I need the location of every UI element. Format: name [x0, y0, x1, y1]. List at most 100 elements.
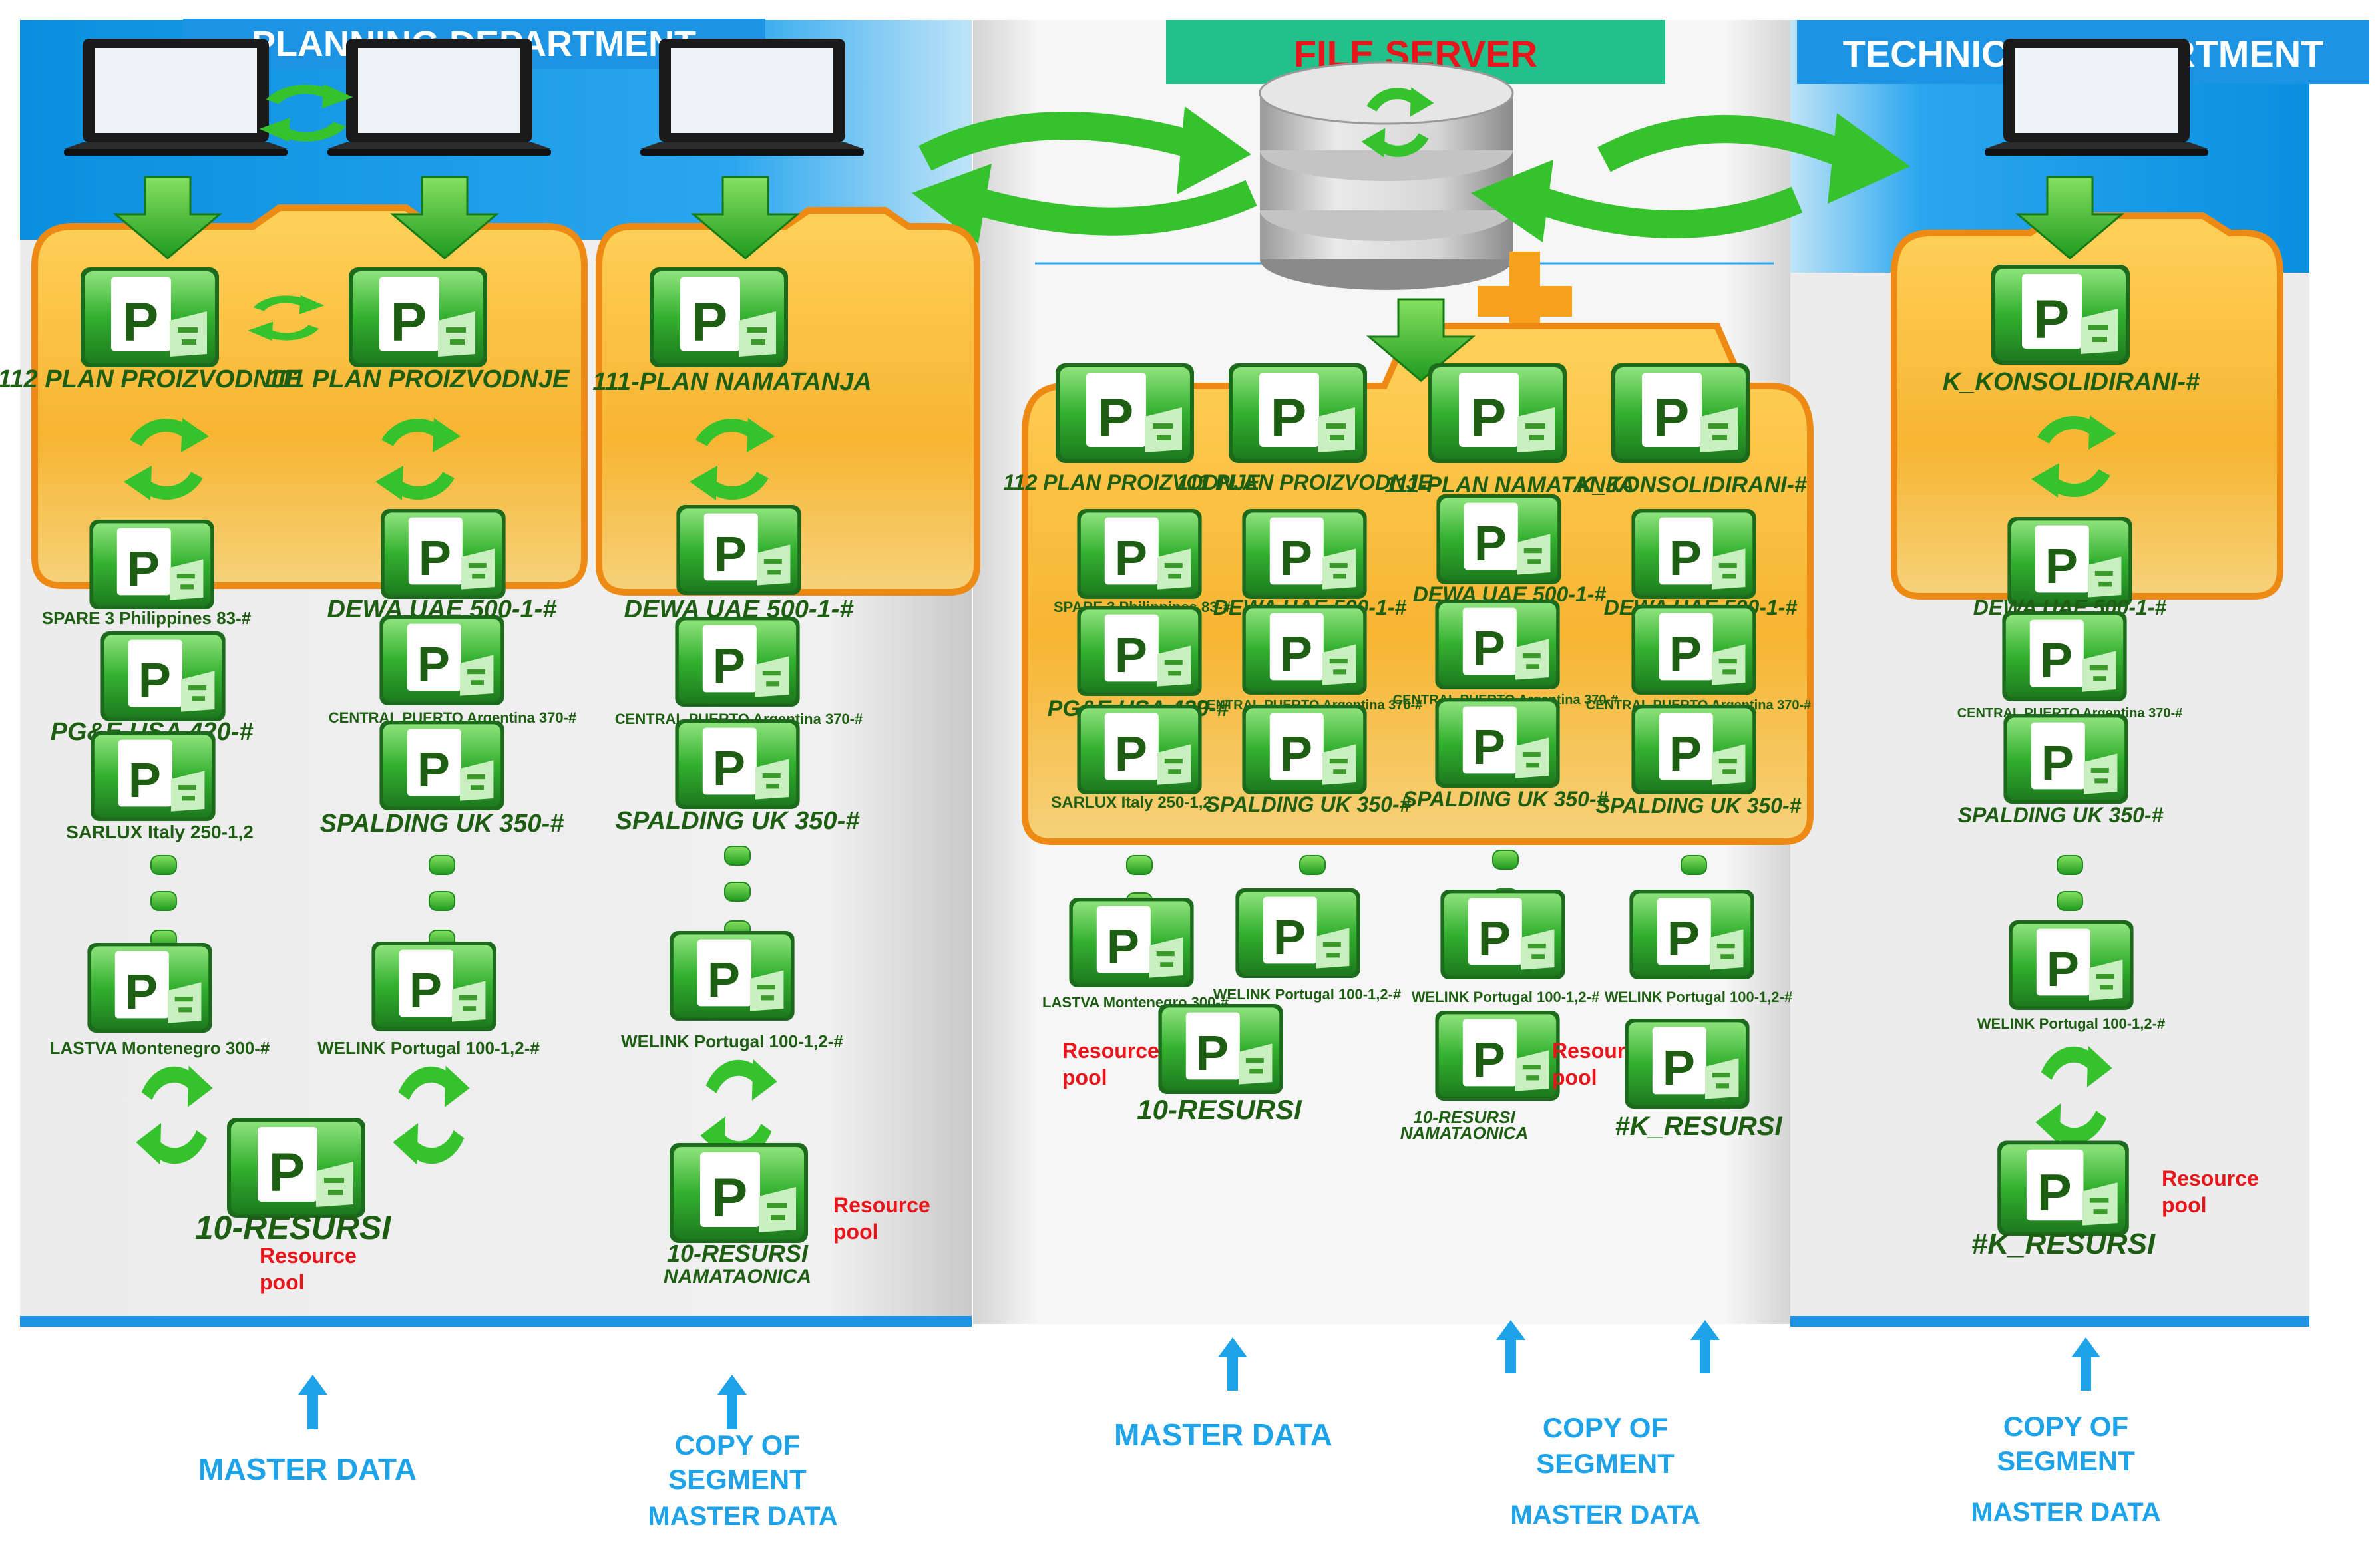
resource-pool-file-icon — [1997, 1140, 2129, 1236]
project-file-icon — [1428, 363, 1567, 463]
up-arrow-icon — [298, 1375, 327, 1429]
project-file-icon — [81, 267, 219, 367]
file-label: SPALDING UK 350-# — [1596, 794, 1802, 818]
file-label: WELINK Portugal 100-1,2-# — [1213, 986, 1401, 1003]
project-file-icon — [675, 719, 800, 809]
project-file-icon — [1242, 605, 1367, 695]
project-file-icon — [1435, 600, 1560, 689]
project-file-icon — [381, 509, 506, 599]
project-file-icon — [1436, 494, 1561, 584]
continuation-dot — [429, 891, 455, 911]
resource-pool-label: Resource — [260, 1244, 357, 1268]
project-file-icon — [379, 615, 504, 705]
resource-pool-label: Resource — [1062, 1039, 1159, 1063]
project-file-icon — [1991, 265, 2130, 365]
resource-pool-label: pool — [2162, 1193, 2207, 1217]
file-label: 111 PLAN PROIZVODNJE — [267, 365, 570, 393]
project-file-icon — [2002, 611, 2127, 701]
project-file-icon — [1631, 605, 1756, 695]
file-label: SARLUX Italy 250-1,2 — [66, 822, 254, 842]
sync-arrows-right — [1471, 113, 1910, 242]
file-label: SPALDING UK 350-# — [616, 807, 861, 835]
copy-of-label: COPY OF — [1543, 1412, 1668, 1443]
project-file-icon — [379, 721, 504, 810]
up-arrow-icon — [717, 1375, 747, 1429]
segment-label: SEGMENT — [668, 1464, 807, 1495]
laptop-icon — [1985, 39, 2208, 156]
resource-pool-label: Resource — [2162, 1166, 2259, 1190]
project-file-icon — [1435, 698, 1560, 788]
resource-pool-file-icon — [227, 1118, 365, 1218]
file-label: WELINK Portugal 100-1,2-# — [317, 1038, 540, 1058]
project-file-icon — [1077, 705, 1202, 794]
up-arrow-icon — [2071, 1337, 2100, 1391]
continuation-dot — [724, 882, 751, 902]
project-file-icon — [89, 520, 214, 609]
continuation-dot — [1681, 855, 1707, 875]
file-label: SPALDING UK 350-# — [1958, 803, 2164, 827]
project-file-icon — [1056, 363, 1194, 463]
pool-label: 10-RESURSI — [1413, 1107, 1515, 1127]
project-file-icon — [100, 631, 226, 721]
project-file-icon — [1631, 705, 1756, 794]
project-file-icon — [349, 267, 487, 367]
up-arrow-icon — [1218, 1337, 1247, 1391]
file-label: 111 PLAN PROIZVODNJE — [1177, 470, 1434, 494]
resource-pool-file-icon — [1625, 1019, 1750, 1109]
project-file-icon — [1629, 890, 1754, 979]
project-file-icon — [1242, 509, 1367, 599]
file-label: 111-PLAN NAMATANJA — [592, 368, 871, 396]
continuation-dot — [1299, 855, 1326, 875]
project-file-icon — [1069, 898, 1194, 987]
file-label: LASTVA Montenegro 300-# — [50, 1038, 270, 1058]
file-label: 112 PLAN PROIZVODNJE — [0, 365, 303, 393]
resource-pool-label: pool — [833, 1220, 879, 1244]
sync-arrows-left — [912, 106, 1257, 244]
file-label: SPALDING UK 350-# — [1403, 787, 1609, 811]
laptop-icon — [327, 39, 551, 156]
file-label: 112 PLAN PROIZVODNJE — [1003, 470, 1261, 494]
project-file-icon — [650, 267, 788, 367]
laptop-icon — [640, 39, 864, 156]
file-label: WELINK Portugal 100-1,2-# — [621, 1031, 843, 1051]
segment-label: SEGMENT — [1997, 1445, 2135, 1476]
pool-label: #K_RESURSI — [1971, 1228, 2156, 1260]
master-data-label: MASTER DATA — [1971, 1498, 2160, 1527]
project-file-icon — [2009, 920, 2134, 1010]
project-file-icon — [1611, 363, 1750, 463]
file-label: WELINK Portugal 100-1,2-# — [1977, 1015, 2165, 1032]
pool-label: NAMATAONICA — [1400, 1123, 1529, 1143]
pool-label: #K_RESURSI — [1615, 1112, 1782, 1141]
resource-pool-file-icon — [1158, 1004, 1283, 1094]
continuation-dot — [2057, 891, 2083, 911]
file-label: SPALDING UK 350-# — [320, 810, 565, 838]
copy-of-label: COPY OF — [2003, 1411, 2128, 1442]
resource-pool-label: Resource — [833, 1193, 930, 1217]
file-label: SPARE 3 Philippines 83-# — [42, 608, 252, 628]
file-label: 111-PLAN NAMATANJA — [1384, 472, 1634, 498]
project-file-icon — [1242, 705, 1367, 794]
project-file-icon — [1077, 606, 1202, 696]
project-file-icon — [1077, 509, 1202, 599]
copy-of-label: COPY OF — [675, 1429, 800, 1460]
resource-pool-file-icon — [1435, 1011, 1560, 1101]
master-data-label: MASTER DATA — [648, 1502, 837, 1531]
project-file-icon — [676, 505, 801, 595]
project-file-icon — [675, 617, 800, 707]
bottom-labels: MASTER DATA COPY OF SEGMENT MASTER DATA … — [198, 1320, 2161, 1531]
project-file-icon — [1631, 509, 1756, 599]
project-file-icon — [1229, 363, 1367, 463]
resource-pool-label: pool — [1552, 1065, 1597, 1089]
pool-label: 10-RESURSI — [1137, 1094, 1302, 1125]
continuation-dot — [724, 846, 751, 866]
project-file-icon — [2007, 517, 2132, 607]
file-label: K_KONSOLIDIRANI-# — [1943, 368, 2200, 396]
segment-label: SEGMENT — [1536, 1448, 1675, 1479]
project-file-icon — [670, 931, 795, 1021]
continuation-dot — [1492, 850, 1519, 870]
master-data-label: MASTER DATA — [1114, 1417, 1332, 1452]
file-label: SPALDING UK 350-# — [1206, 792, 1412, 816]
project-file-icon — [1440, 890, 1565, 979]
pool-label: 10-RESURSI — [667, 1240, 809, 1267]
